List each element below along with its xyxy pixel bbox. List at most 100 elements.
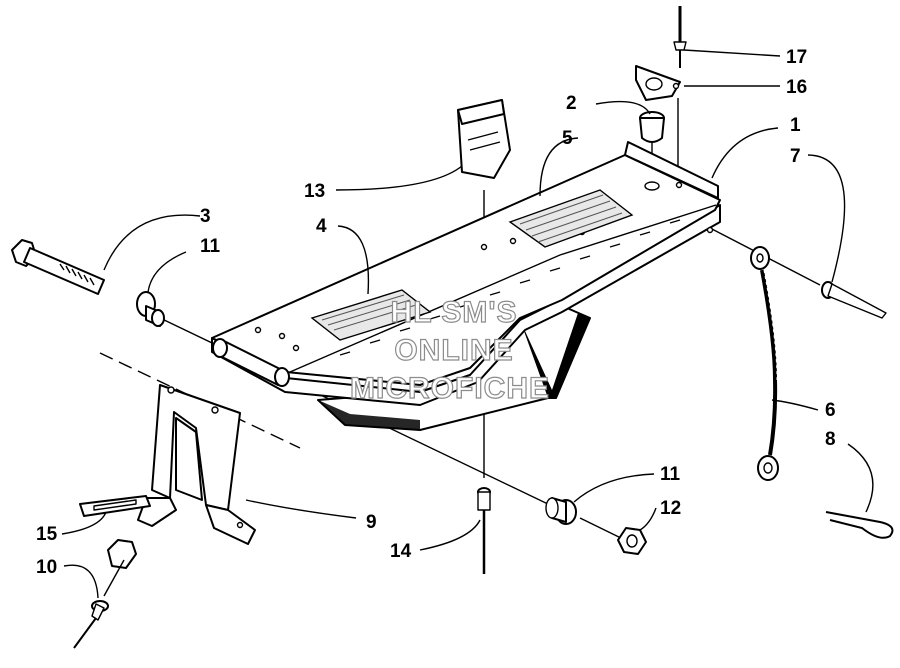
leader-11-left bbox=[147, 251, 187, 293]
clip-top-fold bbox=[457, 99, 505, 125]
strap-cable-texture bbox=[763, 269, 778, 381]
tray-hole bbox=[509, 237, 517, 245]
bracket-hole bbox=[236, 521, 244, 529]
rivet-10-mandrel bbox=[73, 617, 97, 649]
bracket-plate-hole bbox=[645, 77, 663, 91]
callout-13: 13 bbox=[304, 181, 325, 202]
leader-8 bbox=[847, 443, 874, 513]
tray-keel-shadow bbox=[520, 313, 590, 398]
callout-12: 12 bbox=[660, 498, 681, 519]
tray-keel-base-shadow bbox=[318, 400, 420, 430]
screw-head bbox=[673, 41, 687, 51]
hinge-tube-end bbox=[212, 338, 228, 358]
rivet-10-body bbox=[91, 603, 105, 621]
strap-cable bbox=[760, 269, 778, 456]
nut-bore bbox=[626, 534, 638, 548]
bracket-hole bbox=[167, 386, 175, 394]
callout-17: 17 bbox=[786, 47, 807, 68]
hinge-tube-end bbox=[274, 367, 290, 387]
callout-2: 2 bbox=[566, 93, 577, 114]
screw-hole bbox=[675, 181, 683, 189]
bushing-end bbox=[545, 497, 559, 519]
leader-13 bbox=[335, 165, 463, 191]
bracket-foot-right bbox=[205, 504, 256, 545]
leader-lines bbox=[61, 49, 874, 599]
bumper-2-part bbox=[639, 111, 665, 143]
fastener-10-axis bbox=[103, 559, 125, 597]
leader-15 bbox=[61, 511, 107, 535]
bracket-plate-hole bbox=[672, 82, 680, 90]
leader-11-right bbox=[573, 473, 655, 503]
decal-4-part bbox=[310, 289, 432, 341]
plate-15-part bbox=[79, 495, 151, 517]
tray-front-wall bbox=[211, 204, 721, 406]
callout-11-left: 11 bbox=[200, 236, 221, 257]
strap-eye-hole bbox=[756, 253, 764, 263]
clip-8-part bbox=[825, 511, 894, 539]
bushing-11-right-part bbox=[545, 497, 577, 525]
tray-hole bbox=[292, 344, 300, 352]
callout-labels: 1 2 3 4 5 6 7 8 9 10 11 11 12 13 14 15 1… bbox=[36, 47, 836, 578]
screw-17-part bbox=[673, 6, 687, 68]
clip-13-part bbox=[457, 99, 511, 179]
callout-16: 16 bbox=[786, 77, 807, 98]
rivet-body bbox=[477, 491, 491, 511]
bracket-16-part bbox=[635, 65, 681, 101]
hair-pin-clip bbox=[825, 511, 894, 539]
bushing-11-left-part bbox=[136, 291, 165, 327]
callout-8: 8 bbox=[825, 429, 836, 450]
leader-10 bbox=[63, 564, 99, 599]
strap-6-part bbox=[750, 246, 779, 481]
watermark-line-2: ONLINE bbox=[394, 334, 513, 367]
tray-hole bbox=[254, 326, 262, 334]
leader-14 bbox=[419, 519, 481, 551]
bumper-body bbox=[639, 117, 665, 143]
strap-eye-hole bbox=[763, 462, 773, 474]
bracket-hole bbox=[211, 406, 219, 414]
rivet-14-part bbox=[477, 487, 491, 574]
leader-3 bbox=[103, 214, 201, 271]
leader-1 bbox=[711, 127, 779, 179]
leader-17 bbox=[683, 49, 781, 57]
callout-9: 9 bbox=[366, 512, 377, 533]
leader-9 bbox=[245, 499, 357, 519]
tray-hinge-marks bbox=[339, 219, 681, 356]
leader-12 bbox=[639, 507, 657, 531]
tray-hole bbox=[480, 243, 488, 251]
nut-axis-line bbox=[579, 517, 626, 541]
pin-shank bbox=[827, 283, 887, 319]
callout-4: 4 bbox=[316, 216, 327, 237]
leader-4 bbox=[337, 225, 370, 295]
tray-crease bbox=[289, 204, 717, 373]
callout-14: 14 bbox=[390, 541, 412, 562]
nut-12-part bbox=[617, 527, 647, 555]
bracket-inner-slot bbox=[175, 417, 203, 501]
callout-7: 7 bbox=[790, 146, 801, 167]
callout-6: 6 bbox=[825, 400, 836, 421]
clip-ribs bbox=[467, 131, 501, 151]
leader-2 bbox=[595, 100, 651, 115]
leader-7 bbox=[807, 154, 846, 283]
fastener-10-part bbox=[73, 539, 137, 649]
callout-3: 3 bbox=[200, 206, 211, 227]
bracket-body bbox=[151, 384, 241, 511]
tray-hole bbox=[278, 332, 286, 340]
callout-15: 15 bbox=[36, 524, 58, 545]
bushing-end bbox=[151, 309, 165, 327]
star-washer bbox=[107, 539, 137, 569]
pin-7-part bbox=[821, 281, 887, 319]
hinge-tube-part bbox=[212, 338, 290, 387]
back-plate-slot bbox=[93, 499, 137, 511]
callout-1: 1 bbox=[790, 115, 801, 136]
leader-6 bbox=[771, 399, 819, 411]
tray-back-lip bbox=[624, 141, 719, 199]
bracket-9-part bbox=[137, 384, 256, 545]
bumper-hole bbox=[644, 181, 660, 191]
watermark-line-3: MICROFICHE bbox=[350, 372, 550, 405]
bolt-thread bbox=[59, 263, 95, 286]
leader-5 bbox=[539, 137, 579, 197]
watermark: HL SM'S ONLINE MICROFICHE bbox=[349, 295, 550, 405]
bolt-3-part bbox=[11, 239, 105, 295]
